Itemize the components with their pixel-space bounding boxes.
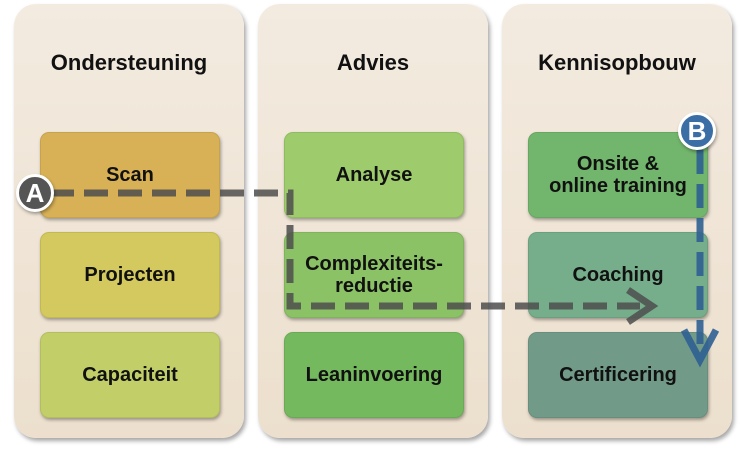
box-complexiteitsreductie: Complexiteits- reductie <box>284 232 464 318</box>
column-ondersteuning: Ondersteuning Scan Projecten Capaciteit <box>14 4 244 438</box>
box-analyse: Analyse <box>284 132 464 218</box>
box-capaciteit: Capaciteit <box>40 332 220 418</box>
box-projecten: Projecten <box>40 232 220 318</box>
badge-b: B <box>678 112 716 150</box>
badge-a: A <box>16 174 54 212</box>
box-leaninvoering: Leaninvoering <box>284 332 464 418</box>
column-title-kennisopbouw: Kennisopbouw <box>538 50 696 75</box>
box-scan: Scan <box>40 132 220 218</box>
column-title-ondersteuning: Ondersteuning <box>50 50 208 75</box>
box-onsite-online-training: Onsite & online training <box>528 132 708 218</box>
column-title-advies: Advies <box>336 50 410 75</box>
box-coaching: Coaching <box>528 232 708 318</box>
column-kennisopbouw: Kennisopbouw Onsite & online training Co… <box>502 4 732 438</box>
column-advies: Advies Analyse Complexiteits- reductie L… <box>258 4 488 438</box>
box-certificering: Certificering <box>528 332 708 418</box>
